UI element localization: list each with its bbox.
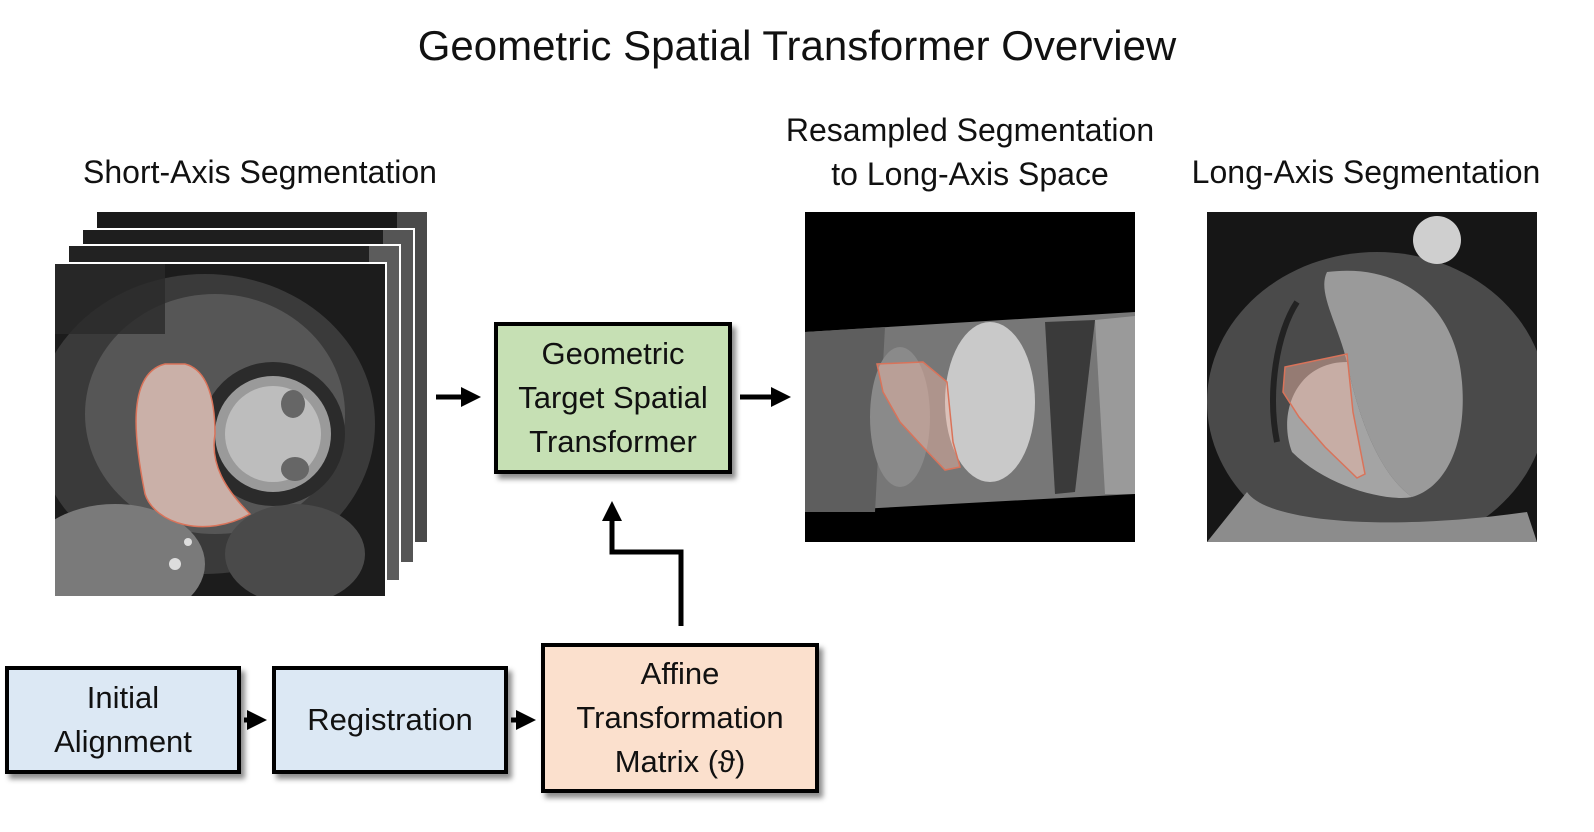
affine-box-line2: Transformation <box>576 700 784 735</box>
long-axis-segmentation-overlay <box>1282 353 1366 479</box>
resampled-segmentation-image <box>805 212 1135 542</box>
transformer-box-line2: Target Spatial <box>518 380 708 415</box>
registration-line1: Registration <box>307 702 473 737</box>
arrow-affine-to-transformer <box>602 501 684 626</box>
diagram-title: Geometric Spatial Transformer Overview <box>417 22 1177 69</box>
initial-alignment-box: Initial Alignment <box>5 666 241 774</box>
affine-box-line3: Matrix (ϑ) <box>614 744 746 779</box>
short-axis-image-stack <box>55 212 430 596</box>
affine-transformation-matrix-box: Affine Transformation Matrix (ϑ) <box>541 643 819 793</box>
registration-box: Registration <box>272 666 508 774</box>
resampled-label-line2: to Long-Axis Space <box>831 156 1109 192</box>
long-axis-mri-image <box>1207 212 1537 542</box>
geometric-target-spatial-transformer-box: Geometric Target Spatial Transformer <box>494 322 732 474</box>
short-axis-segmentation-overlay <box>135 363 252 528</box>
initial-alignment-line2: Alignment <box>54 724 192 759</box>
affine-box-line1: Affine <box>640 656 720 691</box>
initial-alignment-line1: Initial <box>86 680 160 715</box>
resampled-segmentation-overlay <box>876 361 961 471</box>
transformer-box-line1: Geometric <box>541 336 685 371</box>
resampled-label-line1: Resampled Segmentation <box>785 112 1155 148</box>
transformer-box-line3: Transformer <box>529 424 697 459</box>
long-axis-label: Long-Axis Segmentation <box>1191 154 1541 190</box>
short-axis-mri-image <box>55 262 387 596</box>
short-axis-label: Short-Axis Segmentation <box>83 154 437 190</box>
